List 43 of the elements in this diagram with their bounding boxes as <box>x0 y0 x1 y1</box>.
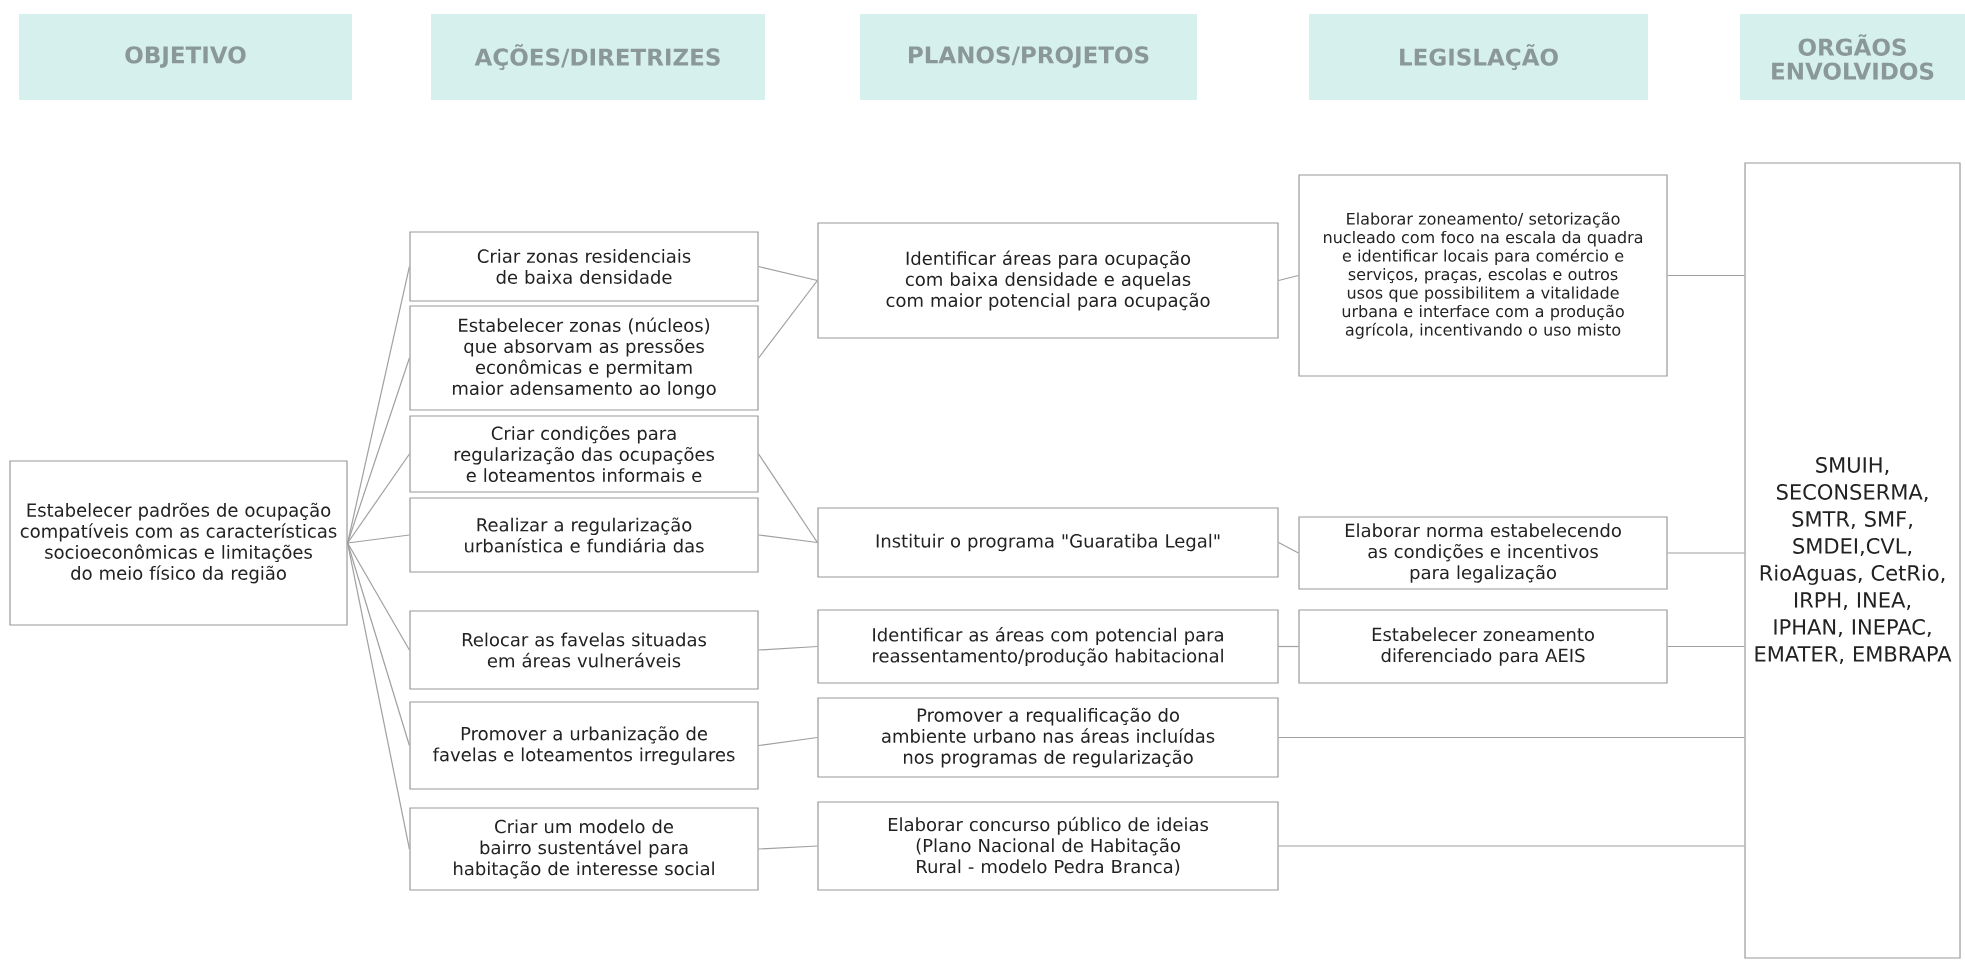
text-box: Criar um modelo de bairro sustentável para habitação de interesse social <box>409 807 759 891</box>
connector-line <box>758 265 818 282</box>
text-box: Criar condições para regularização das ocupações e loteamentos informais e <box>409 415 759 493</box>
connector-line <box>347 542 410 651</box>
connector-line <box>758 279 818 359</box>
text-box: Relocar as favelas situadas em áreas vulneráveis <box>409 610 759 690</box>
text-box: Promover a urbanização de favelas e loteamentos irregulares <box>409 701 759 790</box>
header-box: PLANOS/PROJETOS <box>860 14 1197 100</box>
text-box: Identificar áreas para ocupação com baixa densidade e aquelas com maior potencial para ocupação <box>817 222 1279 339</box>
connector-line <box>347 265 410 544</box>
connector-line <box>347 542 410 850</box>
connector-line <box>1667 274 1745 277</box>
connector-line <box>758 845 818 850</box>
connector-line <box>1278 736 1745 739</box>
text-box: Estabelecer padrões de ocupação compatíveis com as características socioeconômicas e limitações do meio físico da região <box>9 460 348 626</box>
connector-line <box>1667 645 1745 648</box>
connector-line <box>758 453 818 544</box>
connector-line <box>1278 645 1299 648</box>
connector-line <box>347 453 410 544</box>
connector-line <box>758 534 818 544</box>
connector-line <box>1278 274 1299 282</box>
text-box: Elaborar norma estabelecendo as condições e incentivos para legalização <box>1298 516 1668 590</box>
text-box: Estabelecer zoneamento diferenciado para AEIS <box>1298 609 1668 684</box>
header-box: OBJETIVO <box>19 14 352 100</box>
connector-line <box>347 357 410 544</box>
text-box: Elaborar concurso público de ideias (Plano Nacional de Habitação Rural - modelo Pedra Branca) <box>817 801 1279 891</box>
text-box: Realizar a regularização urbanística e fundiária das <box>409 497 759 573</box>
text-box: Identificar as áreas com potencial para reassentamento/produção habitacional <box>817 609 1279 684</box>
text-box: Promover a requalificação do ambiente urbano nas áreas incluídas nos programas de regularização <box>817 697 1279 778</box>
connector-line <box>1278 541 1299 554</box>
text-box: Estabelecer zonas (núcleos) que absorvam as pressões econômicas e permitam maior adensamento ao longo <box>409 305 759 411</box>
agencies-box: SMUIH, SECONSERMA, SMTR, SMF, SMDEI,CVL, RioAguas, CetRio, IRPH, INEA, IPHAN, INEPAC, EMATER, EMBRAPA <box>1744 162 1961 959</box>
connector-line <box>1278 845 1745 847</box>
connector-line <box>758 736 818 747</box>
header-box: AÇÕES/DIRETRIZES <box>431 14 765 100</box>
connector-line <box>758 645 818 651</box>
header-box: LEGISLAÇÃO <box>1309 14 1648 100</box>
connector-line <box>347 534 410 544</box>
text-box: Criar zonas residenciais de baixa densidade <box>409 231 759 302</box>
text-box: Instituir o programa "Guaratiba Legal" <box>817 507 1279 578</box>
text-box: Elaborar zoneamento/ setorização nucleado com foco na escala da quadra e identificar locais para comércio e serviços, praças, escolas e outros usos que possibilitem a vitalidade urbana e interface com a produção agrícola, incentivando o uso misto <box>1298 174 1668 377</box>
header-box: ORGÃOS ENVOLVIDOS <box>1740 14 1965 100</box>
connector-line <box>1667 552 1745 554</box>
